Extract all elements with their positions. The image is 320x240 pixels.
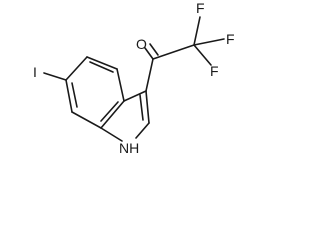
bond-c7a-c7: [71, 111, 102, 129]
bond-c6-i: [43, 72, 67, 81]
bond-c3a-c7a: [100, 100, 125, 129]
bond-cf3-f-right: [193, 38, 225, 46]
bond-carbonyl-cf3: [152, 44, 195, 60]
atom-label-iodine: I: [33, 64, 37, 80]
bond-cf3-f-lower: [193, 44, 212, 66]
structure-diagram: F F F O I NH: [33, 0, 235, 156]
bond-cf3-f-top: [193, 16, 201, 46]
bond-carbonyl-o-1: [144, 47, 154, 60]
atom-label-oxygen: O: [136, 36, 147, 52]
bond-carbonyl-o-2: [149, 43, 159, 56]
atom-label-nh: NH: [119, 140, 139, 156]
atom-label-f-right: F: [226, 31, 235, 47]
bond-c2-n1: [135, 122, 150, 139]
bond-inner-c3a-c7a: [100, 101, 119, 122]
bond-c3-carbonyl: [145, 58, 154, 92]
bond-inner-c5-c4: [89, 61, 114, 73]
atom-label-f-lower: F: [210, 63, 219, 79]
bond-n1-c7a: [100, 127, 123, 142]
bond-c4-c3a: [116, 68, 125, 102]
bond-c3a-c3: [123, 90, 147, 102]
bond-c5-c4: [86, 56, 118, 70]
bond-c3-c2: [145, 90, 150, 124]
bond-inner-c3-c2: [139, 94, 144, 121]
molecule-drawing: F F F O I NH: [33, 0, 235, 156]
bond-c7-c6: [65, 79, 73, 113]
bond-inner-c7-c6: [71, 82, 78, 108]
atom-label-f-top: F: [196, 0, 205, 16]
bond-c6-c5: [65, 56, 88, 81]
